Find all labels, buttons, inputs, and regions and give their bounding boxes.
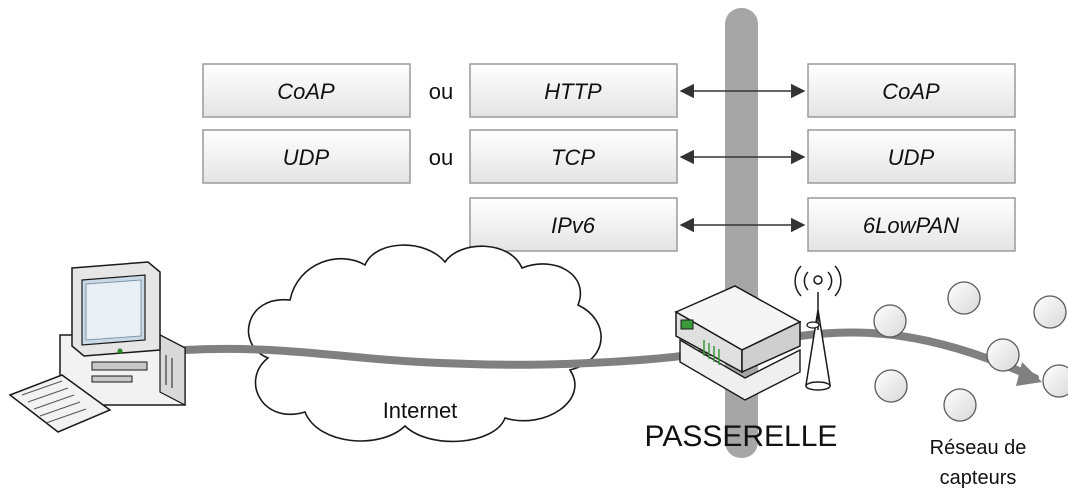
connector-ou-1: ou: [429, 145, 453, 170]
gateway-label: PASSERELLE: [645, 420, 838, 453]
sensor-network-label-line2: capteurs: [940, 467, 1017, 489]
connector-ou-0: ou: [429, 79, 453, 104]
stack-right-label-0: CoAP: [882, 79, 940, 104]
stack-middle-label-1: TCP: [551, 145, 595, 170]
internet-label: Internet: [383, 398, 458, 423]
sensor-node-icon: [947, 281, 981, 315]
sensor-node-icon: [874, 369, 908, 403]
stack-right-label-1: UDP: [888, 145, 935, 170]
desktop-computer-icon: [8, 261, 186, 433]
stack-right-box-2: 6LowPAN: [807, 197, 1016, 252]
sensor-nodes: [873, 281, 1068, 422]
stack-left-box-1: UDP: [202, 129, 411, 184]
sensor-node-icon: [1033, 295, 1067, 329]
stack-right-label-2: 6LowPAN: [863, 213, 959, 238]
sensor-node-icon: [873, 304, 907, 338]
sensor-node-icon: [986, 338, 1020, 372]
stack-left-label-1: UDP: [283, 145, 330, 170]
stack-middle-label-2: IPv6: [551, 213, 596, 238]
stack-middle-label-0: HTTP: [544, 79, 602, 104]
stack-right-box-1: UDP: [807, 129, 1016, 184]
stack-middle-box-1: TCP: [469, 129, 678, 184]
sensor-node-icon: [1042, 364, 1068, 398]
stack-right-box-0: CoAP: [807, 63, 1016, 118]
router-icon: [674, 285, 802, 401]
stack-middle-box-0: HTTP: [469, 63, 678, 118]
network-link-line: [181, 328, 1039, 382]
internet-cloud-icon: [247, 244, 602, 443]
sensor-node-icon: [943, 388, 977, 422]
sensor-network-label-line1: Réseau de: [930, 437, 1027, 459]
link-arrowhead: [1016, 362, 1042, 386]
stack-middle-box-2: IPv6: [469, 197, 678, 252]
stack-left-box-0: CoAP: [202, 63, 411, 118]
stack-left-label-0: CoAP: [277, 79, 335, 104]
wireless-antenna-icon: [794, 265, 842, 391]
